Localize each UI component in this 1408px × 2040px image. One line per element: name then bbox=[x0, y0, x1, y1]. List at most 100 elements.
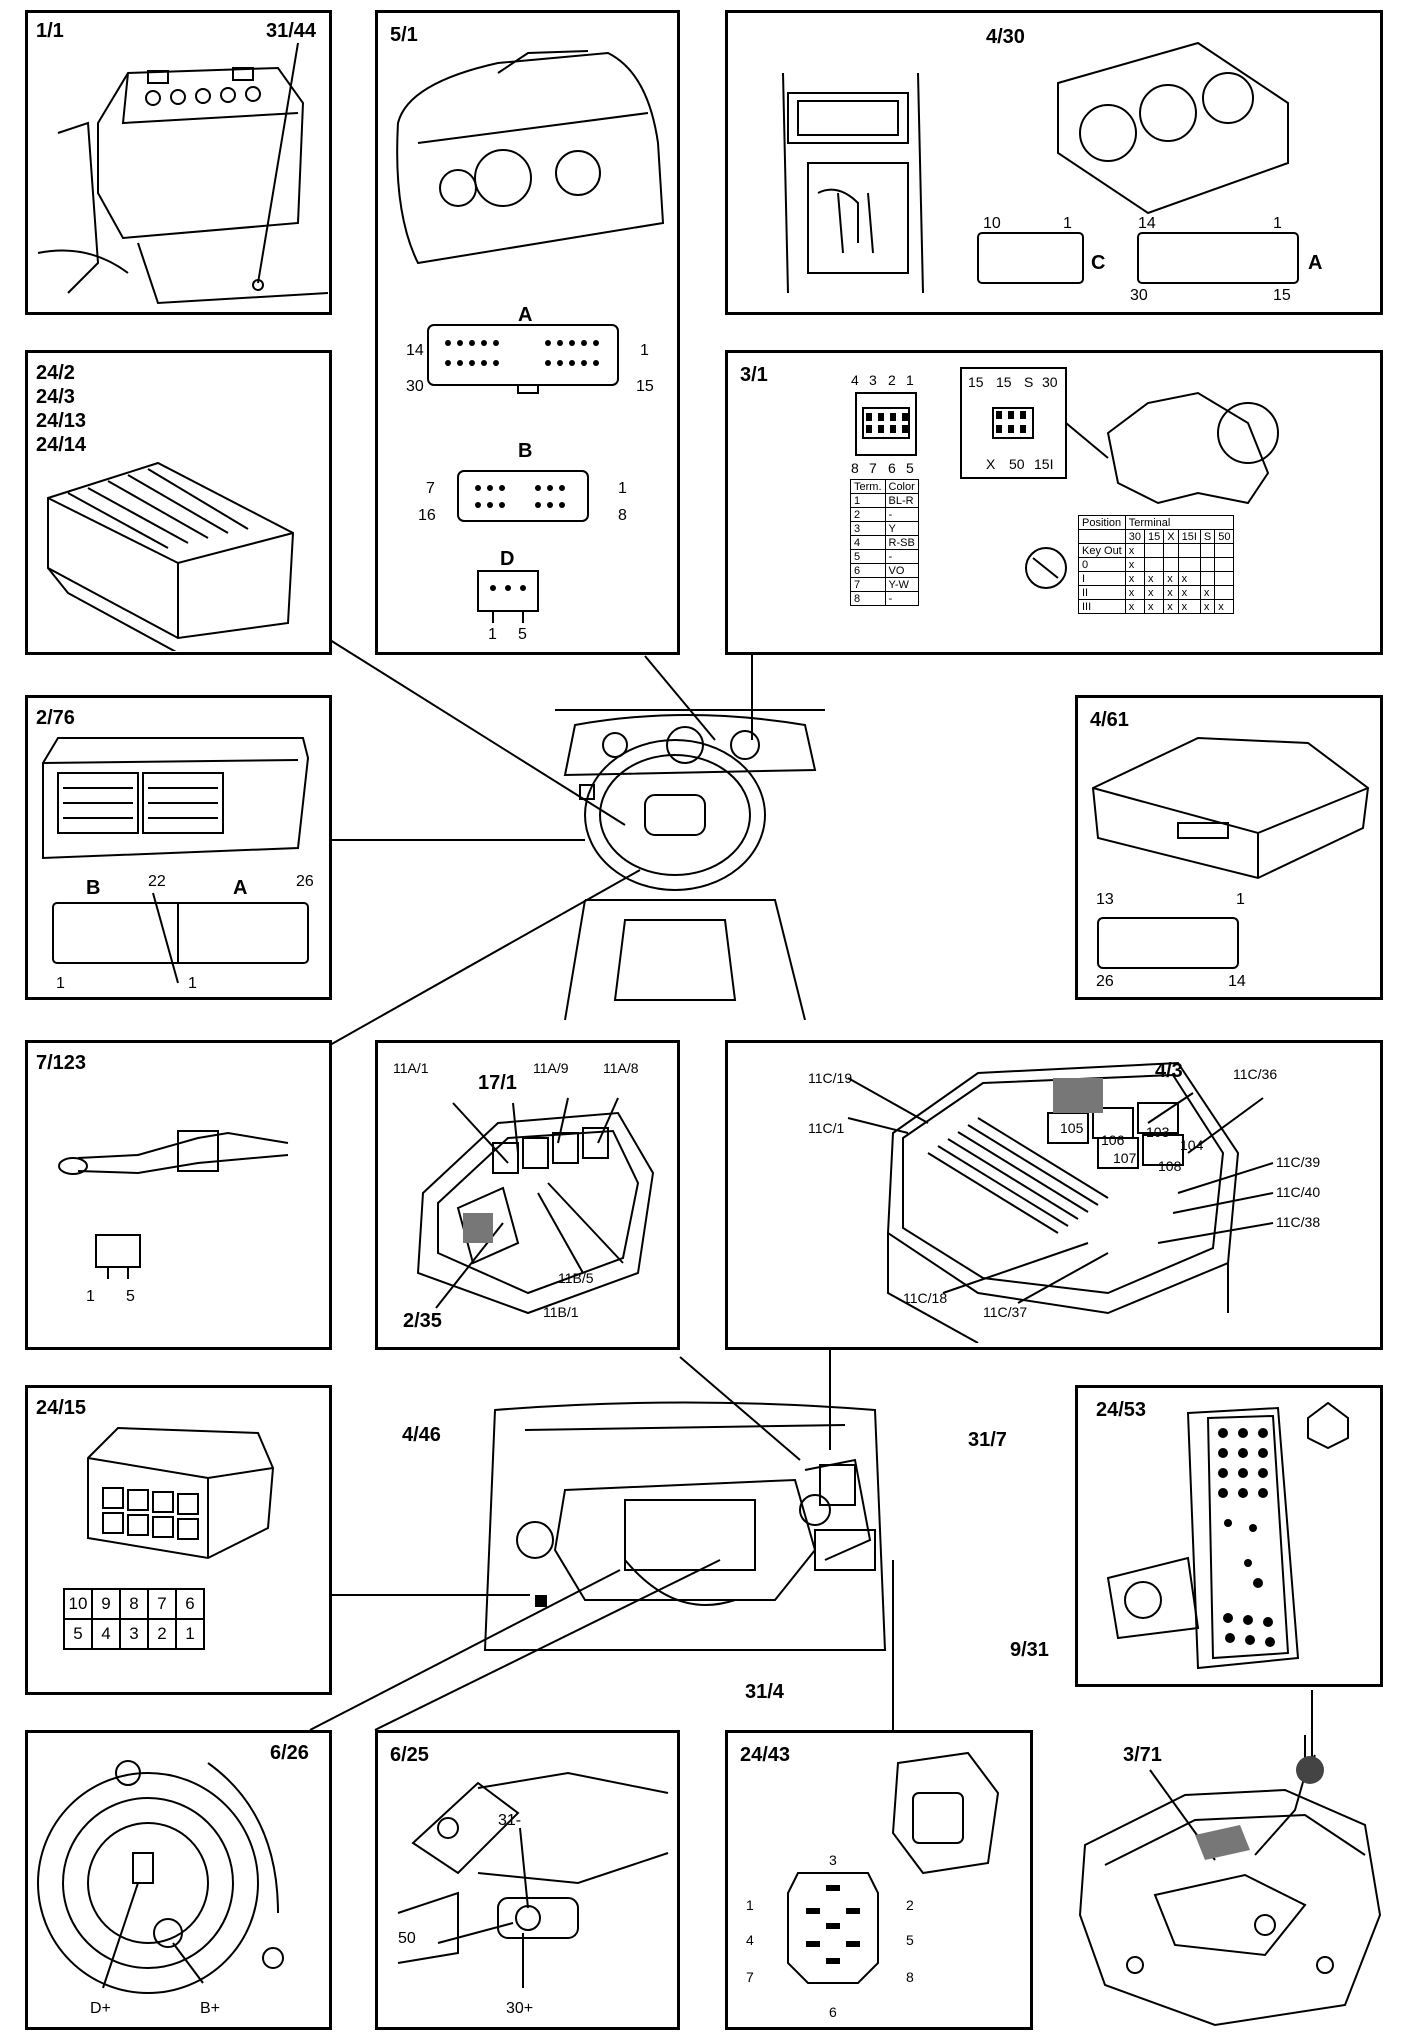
fuse-label: 11C/40 bbox=[1276, 1184, 1321, 1200]
conn-a-label: A bbox=[1308, 252, 1323, 274]
module-illustration bbox=[47, 461, 295, 651]
engine-label: 31/7 bbox=[968, 1429, 1007, 1451]
terminal-label: D+ bbox=[90, 2000, 111, 2017]
panel-id: 24/2 bbox=[36, 362, 75, 384]
pin-label: 1 bbox=[86, 1288, 95, 1305]
panel-id: 24/15 bbox=[36, 1397, 87, 1419]
panel-ignition-switch: 3/1 4 3 2 1 8 7 6 5 15 15 S 30 X 50 15I … bbox=[725, 350, 1383, 655]
panel-central-electronic-module: 24/2 24/3 24/13 24/14 bbox=[25, 350, 332, 655]
pin-label: 4 bbox=[851, 372, 859, 388]
pin-label: 30 bbox=[406, 378, 424, 395]
pin-label: 10 bbox=[983, 215, 1001, 232]
fuse-label: 107 bbox=[1113, 1150, 1137, 1166]
panel-id: 24/43 bbox=[740, 1744, 791, 1766]
cluster-illustration bbox=[396, 50, 665, 623]
pin-label: S bbox=[1024, 374, 1034, 390]
conn-b-label: B bbox=[86, 877, 101, 899]
panel-id: 3/1 bbox=[740, 364, 768, 386]
engine-label: 9/31 bbox=[1010, 1639, 1049, 1661]
pin-label: 5 bbox=[518, 626, 527, 643]
pin-label: 22 bbox=[148, 873, 166, 890]
fuse-label: 11C/1 bbox=[808, 1120, 845, 1136]
panel-alternator: 6/26 D+ B+ bbox=[25, 1730, 332, 2030]
srs-illustration bbox=[1091, 736, 1370, 969]
ecm-illustration bbox=[42, 737, 310, 984]
fuse-label: 11C/37 bbox=[983, 1304, 1028, 1320]
pin-label: 1 bbox=[488, 626, 497, 643]
engine-label: 31/4 bbox=[745, 1681, 784, 1703]
pin-label: 3 bbox=[869, 372, 877, 388]
table-header: Color bbox=[884, 479, 919, 494]
connector-24-43-illustration bbox=[787, 1751, 1000, 1984]
conn-b-label: B bbox=[518, 440, 533, 462]
pin-label: 3 bbox=[829, 1852, 837, 1868]
pin-label: 30 bbox=[1130, 287, 1148, 304]
pin-label: 6 bbox=[888, 460, 896, 476]
panel-id: 4/61 bbox=[1090, 709, 1129, 731]
pin-label: 14 bbox=[406, 342, 424, 359]
fuse-label: 11C/39 bbox=[1276, 1154, 1321, 1170]
panel-engine-control-module: 2/76 B 22 A 26 1 1 bbox=[25, 695, 332, 1000]
panel-connector-24-53: 24/53 bbox=[1075, 1385, 1383, 1687]
panel-fuse-box: 11C/19 4/3 11C/36 11C/1 105 106 103 107 … bbox=[725, 1040, 1383, 1350]
connector-24-53-illustration bbox=[1106, 1401, 1349, 1670]
pin-label: 15 bbox=[968, 374, 984, 390]
fuse-label: 104 bbox=[1180, 1137, 1204, 1153]
alternator-illustration bbox=[37, 1760, 284, 1994]
fuse-label: 11C/38 bbox=[1276, 1214, 1321, 1230]
panel-id: 1/1 bbox=[36, 20, 64, 42]
relay-label: 17/1 bbox=[478, 1072, 517, 1094]
pin-label: 7 bbox=[746, 1969, 754, 1985]
fuse-label: 11C/36 bbox=[1233, 1066, 1278, 1082]
pin-label: 1 bbox=[56, 975, 65, 992]
panel-connector-24-43: 24/43 3 1 2 4 5 7 8 6 bbox=[725, 1730, 1033, 2030]
terminal-label: B+ bbox=[200, 2000, 221, 2017]
panel-id: 5/1 bbox=[390, 24, 418, 46]
pin-label: X bbox=[986, 456, 996, 472]
pin-label: 15 bbox=[636, 378, 654, 395]
pin-label: 7 bbox=[426, 480, 435, 497]
panel-battery: 1/1 31/44 bbox=[25, 10, 332, 315]
terminal-label: 30+ bbox=[506, 2000, 534, 2017]
panel-id: 24/3 bbox=[36, 386, 75, 408]
climate-illustration bbox=[782, 41, 1299, 294]
pin-label: 7 bbox=[869, 460, 877, 476]
dashboard-illustration bbox=[555, 709, 825, 1020]
fuse-label: 105 bbox=[1060, 1120, 1084, 1136]
pin-label: 8 bbox=[851, 460, 859, 476]
engine-label: 4/46 bbox=[402, 1424, 441, 1446]
fuse-label: 11C/18 bbox=[903, 1290, 948, 1306]
engine-bay-illustration bbox=[483, 1401, 887, 1651]
pin-label: 14 bbox=[1138, 215, 1156, 232]
sensor-illustration bbox=[58, 1130, 289, 1279]
pin-label: 50 bbox=[1009, 456, 1025, 472]
panel-starter: 6/25 31- 50 30+ bbox=[375, 1730, 680, 2030]
panel-id: 3/71 bbox=[1123, 1744, 1162, 1766]
pin-label: 2 bbox=[906, 1897, 914, 1913]
relay-label: 11A/8 bbox=[603, 1060, 639, 1076]
fuse-label: 11C/19 bbox=[808, 1070, 853, 1086]
panel-id: 24/53 bbox=[1096, 1399, 1147, 1421]
terminal-label: 31- bbox=[498, 1812, 522, 1829]
table-header: Terminal bbox=[1124, 515, 1235, 530]
pin-label: 16 bbox=[418, 507, 436, 524]
pin-label: 2 bbox=[888, 372, 896, 388]
pin-label: 1 bbox=[1236, 891, 1245, 908]
relay-label: 11A/9 bbox=[533, 1060, 569, 1076]
relay-label: 11B/5 bbox=[558, 1270, 594, 1286]
panel-sensor-7-123: 7/123 1 5 bbox=[25, 1040, 332, 1350]
panel-instrument-cluster: 5/1 A 14 1 30 15 B 7 1 16 8 D 1 5 bbox=[375, 10, 680, 655]
pin-label: 26 bbox=[1096, 973, 1114, 990]
fuse-label: 108 bbox=[1158, 1158, 1182, 1174]
pin-label: 5 bbox=[906, 460, 914, 476]
pin-label: 26 bbox=[296, 873, 314, 890]
